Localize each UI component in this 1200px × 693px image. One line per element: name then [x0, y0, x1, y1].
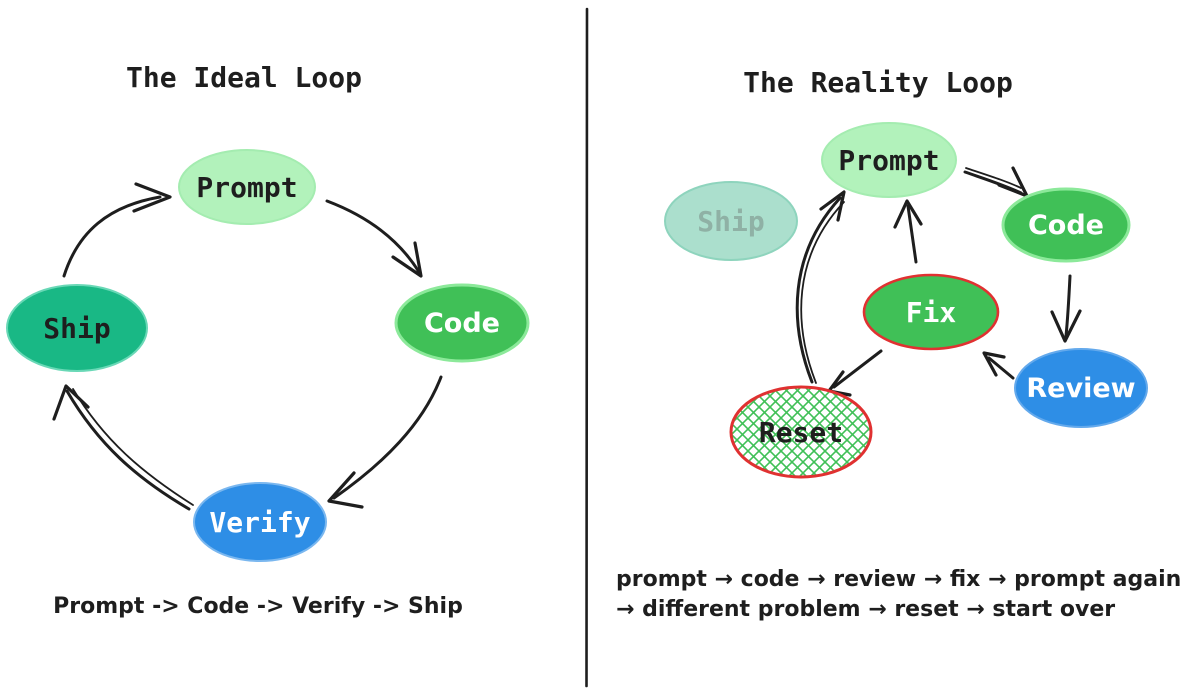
arrow-ship-to-prompt: [62, 182, 172, 278]
node-prompt: Prompt: [821, 122, 957, 198]
node-code: Code: [1001, 187, 1131, 263]
arrow-review-to-fix: [982, 351, 1015, 380]
arrow-prompt-to-code: [325, 199, 423, 278]
ideal-loop-caption: Prompt -> Code -> Verify -> Ship: [53, 594, 463, 619]
arrow-reset-to-prompt: [795, 190, 846, 384]
node-code: Code: [394, 283, 530, 363]
node-ship-faded-ellipse: [664, 181, 798, 261]
arrow-code-to-review: [1050, 274, 1082, 343]
node-review-ellipse: [1014, 348, 1148, 428]
node-ship-faded: Ship: [664, 181, 798, 261]
node-code-ellipse: [1001, 187, 1131, 263]
node-ship-ellipse: [6, 284, 148, 372]
node-prompt: Prompt: [178, 149, 316, 225]
node-verify-label: Verify: [209, 506, 310, 539]
reality-loop-nodes: Ship Prompt Code Fix Review Reset: [664, 122, 1148, 479]
arrow-prompt-to-code: [963, 166, 1029, 198]
node-prompt-label: Prompt: [838, 144, 939, 177]
arrow-code-to-verify: [327, 375, 443, 509]
ideal-loop-edges: [52, 182, 443, 511]
ideal-loop-title: The Ideal Loop: [126, 61, 362, 94]
node-reset: Reset: [729, 385, 873, 479]
node-reset-ellipse: [729, 385, 873, 479]
node-code-label: Code: [1028, 210, 1104, 241]
ideal-loop-panel: The Ideal Loop: [6, 61, 530, 619]
node-review-label: Review: [1026, 373, 1135, 404]
reality-loop-panel: The Reality Loop: [616, 66, 1181, 622]
node-verify-ellipse: [193, 482, 327, 562]
node-reset-label: Reset: [759, 416, 843, 449]
node-ship-label: Ship: [43, 312, 110, 345]
reality-loop-caption-line1: prompt → code → review → fix → prompt ag…: [616, 567, 1181, 592]
node-verify: Verify: [193, 482, 327, 562]
arrow-fix-to-reset: [827, 349, 883, 397]
node-fix-ellipse: [862, 273, 1000, 351]
node-prompt-ellipse: [821, 122, 957, 198]
node-fix: Fix: [862, 273, 1000, 351]
node-review: Review: [1014, 348, 1148, 428]
arrow-fix-to-prompt: [893, 199, 923, 264]
arrow-verify-to-ship: [52, 384, 194, 511]
node-fix-label: Fix: [906, 296, 957, 329]
node-prompt-ellipse: [178, 149, 316, 225]
node-ship-faded-label: Ship: [697, 205, 764, 238]
node-prompt-label: Prompt: [196, 171, 297, 204]
node-code-label: Code: [424, 308, 500, 339]
panel-divider: [585, 7, 589, 688]
reality-loop-edges: [795, 166, 1082, 397]
reality-loop-title: The Reality Loop: [743, 66, 1013, 99]
node-code-ellipse: [394, 283, 530, 363]
node-ship: Ship: [6, 284, 148, 372]
ideal-loop-nodes: Prompt Code Ship Verify: [6, 149, 530, 562]
reality-loop-caption: prompt → code → review → fix → prompt ag…: [616, 567, 1181, 622]
reality-loop-caption-line2: → different problem → reset → start over: [616, 597, 1115, 622]
